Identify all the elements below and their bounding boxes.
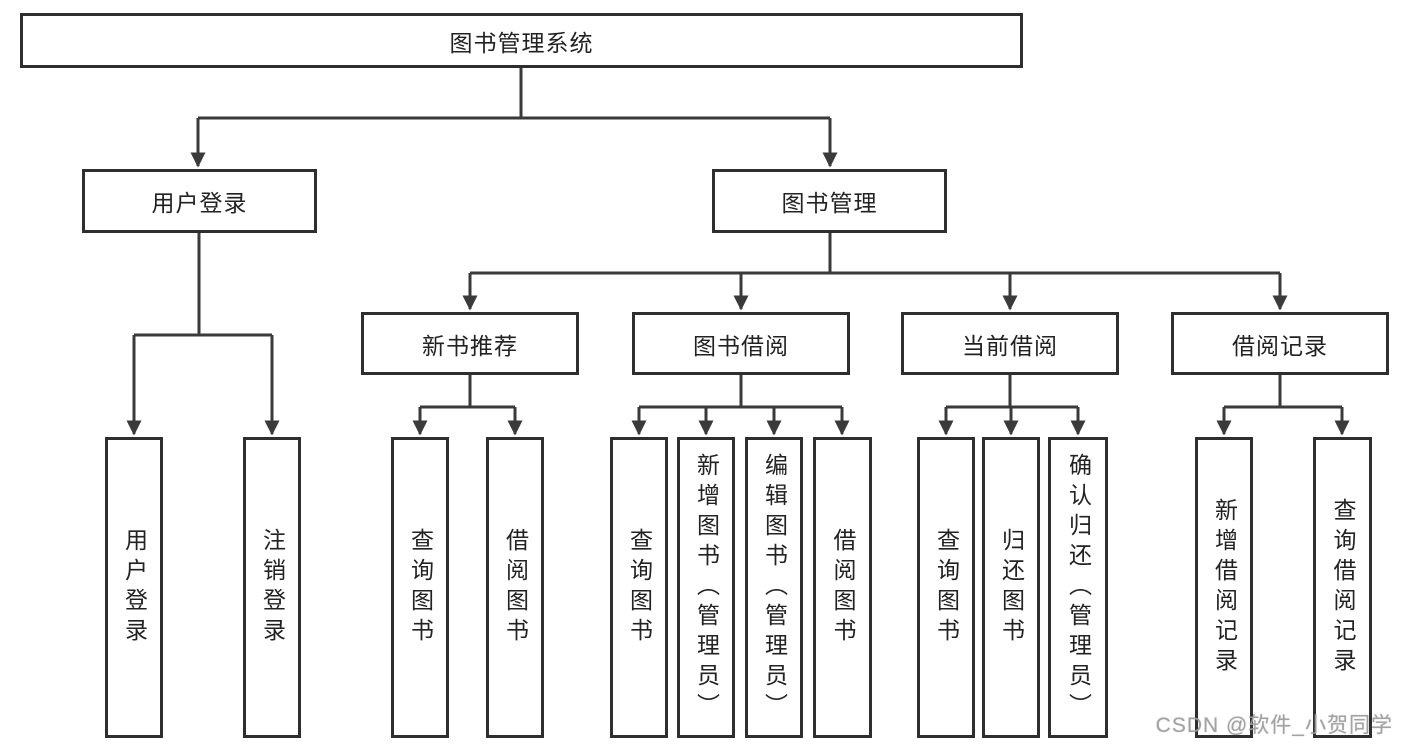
node-root-system: 图书管理系统 <box>20 13 1023 68</box>
node-label: 当前借阅 <box>962 332 1058 359</box>
node-label: 查询图书 <box>626 527 653 648</box>
node-label: 图书管理系统 <box>449 29 594 56</box>
node-borrow-records: 借阅记录 <box>1171 312 1389 375</box>
node-label: 借阅图书 <box>830 527 856 648</box>
node-label: 借阅记录 <box>1232 332 1328 359</box>
leaf-add-borrow-record: 新增借阅记录 <box>1195 437 1253 738</box>
leaf-borrow-book: 借阅图书 <box>813 437 872 738</box>
leaf-recommend-query-book: 查询图书 <box>391 437 449 738</box>
leaf-return-book: 归还图书 <box>982 437 1040 738</box>
leaf-recommend-borrow-book: 借阅图书 <box>486 437 544 738</box>
node-label: 编辑图书（管理员） <box>761 452 788 723</box>
node-label: 借阅图书 <box>502 527 529 648</box>
leaf-confirm-return-admin: 确认归还（管理员） <box>1048 437 1108 738</box>
node-new-book-recommend: 新书推荐 <box>361 312 579 375</box>
node-book-borrow: 图书借阅 <box>632 312 850 375</box>
node-book-management-module: 图书管理 <box>712 169 947 233</box>
node-label: 新书推荐 <box>422 332 518 359</box>
leaf-logout: 注销登录 <box>243 437 301 738</box>
node-label: 查询借阅记录 <box>1330 497 1356 678</box>
node-label: 归还图书 <box>998 527 1025 648</box>
leaf-current-query-book: 查询图书 <box>917 437 975 738</box>
node-label: 图书管理 <box>781 190 878 216</box>
leaf-user-login: 用户登录 <box>105 437 163 738</box>
node-label: 新增借阅记录 <box>1211 497 1238 678</box>
node-user-login-module: 用户登录 <box>82 169 317 233</box>
csdn-watermark: CSDN @软件_小贺同学 <box>1155 714 1393 737</box>
node-label: 图书借阅 <box>693 332 789 359</box>
node-label: 用户登录 <box>121 527 148 648</box>
leaf-query-borrow-record: 查询借阅记录 <box>1313 437 1372 738</box>
node-label: 用户登录 <box>151 190 248 216</box>
node-label: 确认归还（管理员） <box>1065 452 1092 723</box>
node-label: 注销登录 <box>259 527 286 648</box>
leaf-add-book-admin: 新增图书（管理员） <box>677 437 735 738</box>
leaf-edit-book-admin: 编辑图书（管理员） <box>745 437 803 738</box>
node-label: 查询图书 <box>407 527 434 648</box>
node-label: 查询图书 <box>933 527 960 648</box>
node-current-borrow: 当前借阅 <box>901 312 1119 375</box>
node-label: 新增图书（管理员） <box>693 452 720 723</box>
leaf-borrow-query-book: 查询图书 <box>610 437 668 738</box>
